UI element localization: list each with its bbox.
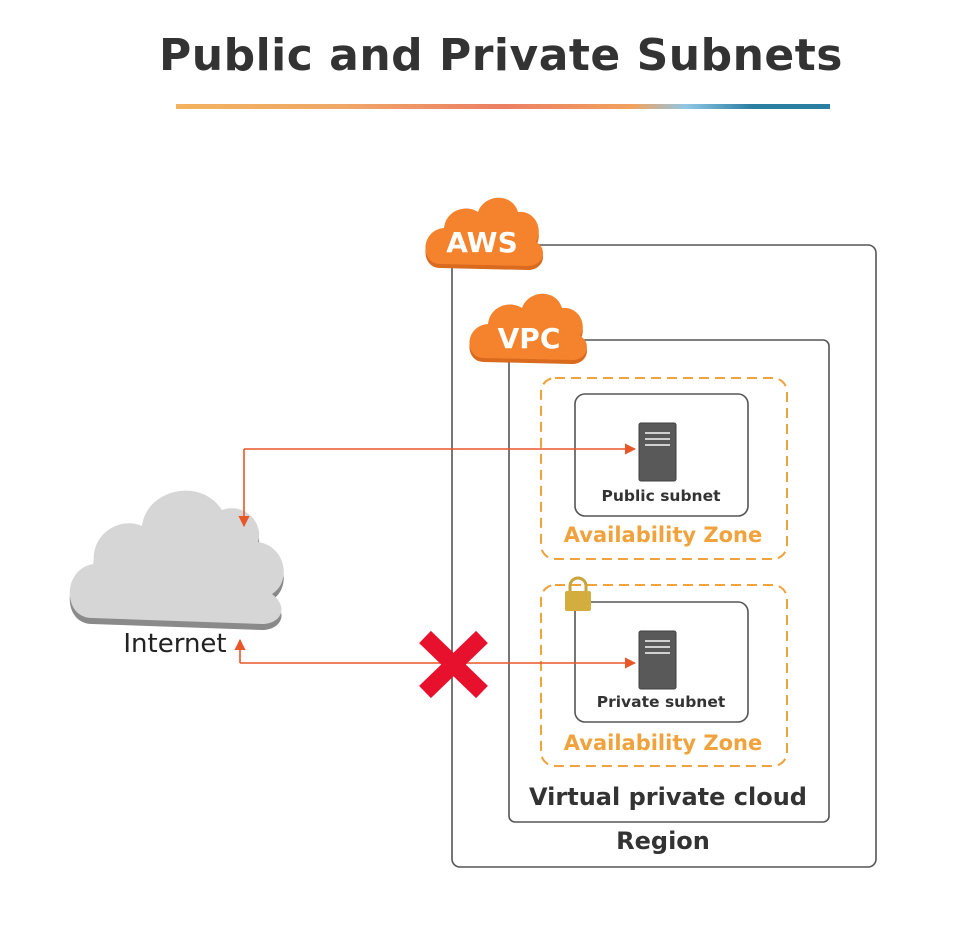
vpc-box	[508, 339, 830, 823]
private-server-icon	[638, 630, 677, 690]
internet-label: Internet	[123, 629, 227, 659]
vpc-cloud-label: VPC	[497, 322, 561, 355]
title-underline	[176, 104, 830, 109]
private-route-arrows	[234, 638, 637, 669]
private-subnet-label: Private subnet	[596, 693, 726, 711]
region-label: Region	[616, 827, 710, 855]
vpc-cloud-icon	[469, 293, 587, 364]
private-availability-zone-label: Availability Zone	[563, 731, 763, 755]
public-route-arrows	[238, 443, 637, 528]
public-subnet-label: Public subnet	[601, 487, 721, 505]
public-availability-zone-label: Availability Zone	[563, 523, 763, 547]
aws-cloud-label: AWS	[446, 226, 518, 259]
vpc-box-label: Virtual private cloud	[529, 783, 807, 811]
blocked-x-icon	[419, 630, 488, 699]
region-box	[451, 244, 877, 868]
public-server-icon	[638, 422, 677, 482]
lock-icon	[565, 576, 591, 611]
page-title: Public and Private Subnets	[159, 30, 843, 81]
aws-cloud-icon	[425, 197, 543, 270]
internet-cloud-icon	[69, 490, 284, 630]
